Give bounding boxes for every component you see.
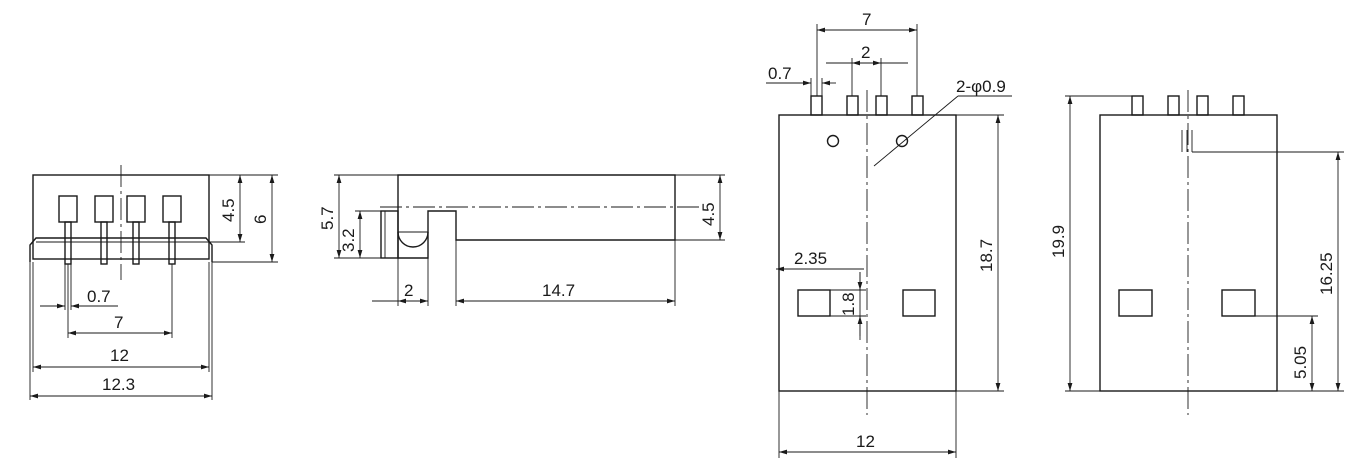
- side-body-outline: [397, 174, 676, 259]
- top-pin: [875, 95, 888, 116]
- dim-front-6: 6: [251, 215, 270, 224]
- dim-side-3-2: 3.2: [339, 228, 358, 252]
- pin-leg: [168, 221, 176, 265]
- dim-top-0-7: 0.7: [768, 64, 792, 83]
- dim-side-14-7: 14.7: [542, 281, 575, 300]
- dim-bottom-16-25: 16.25: [1317, 252, 1336, 295]
- dim-front-7: 7: [114, 313, 123, 332]
- top-window: [797, 289, 831, 317]
- dim-front-12-3: 12.3: [102, 375, 135, 394]
- dim-front-4-5: 4.5: [219, 198, 238, 222]
- pin-leg: [64, 221, 72, 265]
- bottom-window: [1221, 289, 1256, 317]
- dim-front-12: 12: [110, 346, 129, 365]
- side-step-block: [380, 210, 399, 259]
- dim-side-2: 2: [404, 281, 413, 300]
- dim-side-4-5: 4.5: [699, 202, 718, 226]
- dim-top-18-7: 18.7: [977, 239, 996, 272]
- dim-top-12: 12: [856, 432, 875, 451]
- dim-top-1-8: 1.8: [839, 292, 858, 316]
- dim-top-2: 2: [861, 43, 870, 62]
- dim-top-hole: 2-φ0.9: [956, 77, 1006, 96]
- side-view: 5.7 3.2 4.5 2 14.7: [318, 174, 725, 306]
- top-view: 7 2 0.7 2-φ0.9 18.7 2.35 1.8 12: [766, 10, 1012, 458]
- leader-line: [873, 95, 959, 167]
- top-window: [902, 289, 936, 317]
- front-view: 0.7 7 12 12.3 4.5 6: [29, 165, 278, 400]
- pin-head: [126, 195, 146, 223]
- pin-head: [162, 195, 182, 223]
- dim-bottom-19-9: 19.9: [1049, 225, 1068, 258]
- bottom-pin: [1196, 95, 1209, 116]
- bottom-window: [1118, 289, 1153, 317]
- dim-front-0-7: 0.7: [87, 287, 111, 306]
- top-hole: [826, 134, 840, 148]
- top-body-outline: [778, 114, 957, 392]
- pin-head: [58, 195, 78, 223]
- bottom-pin: [1167, 95, 1180, 116]
- dim-top-2-35: 2.35: [794, 249, 827, 268]
- dim-side-5-7: 5.7: [318, 206, 337, 230]
- top-pin: [846, 95, 859, 116]
- pin-head: [94, 195, 114, 223]
- dim-bottom-5-05: 5.05: [1291, 346, 1310, 379]
- front-pins: [58, 195, 182, 265]
- bottom-pin: [1131, 95, 1144, 116]
- bottom-body-outline: [1099, 114, 1278, 392]
- dim-top-7: 7: [862, 10, 871, 29]
- pin-leg: [100, 221, 108, 265]
- pin-leg: [132, 221, 140, 265]
- top-hole: [895, 134, 909, 148]
- bottom-pin: [1232, 95, 1245, 116]
- top-pin: [810, 95, 823, 116]
- bottom-view: 19.9 16.25 5.05: [1049, 90, 1344, 415]
- side-pin-curve: [397, 231, 429, 248]
- top-pin: [911, 95, 924, 116]
